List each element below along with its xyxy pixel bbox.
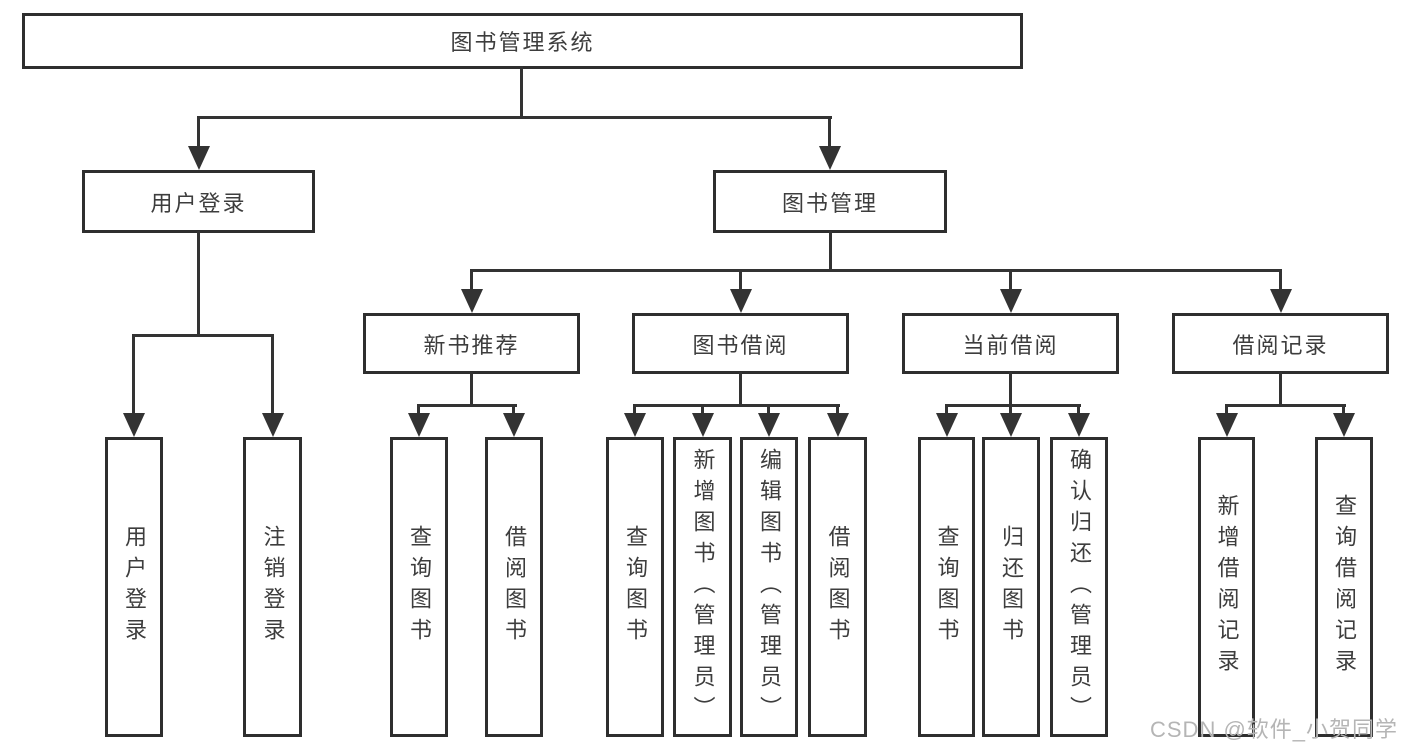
connector-arrow-down bbox=[1067, 405, 1090, 437]
connector-arrow-down bbox=[691, 405, 714, 437]
connector-line bbox=[829, 231, 832, 272]
node-leaf-confirm-return-label: 确认归还（管理员） bbox=[1067, 447, 1092, 727]
connector-arrow-down bbox=[935, 405, 958, 437]
node-borrow-records-label: 借阅记录 bbox=[1232, 332, 1329, 358]
connector-arrow-down bbox=[187, 117, 210, 170]
connector-arrow-down bbox=[623, 405, 646, 437]
node-leaf-confirm-return: 确认归还（管理员） bbox=[1050, 437, 1108, 737]
node-leaf-query-borrow-record: 查询借阅记录 bbox=[1315, 437, 1373, 737]
node-leaf-edit-books-label: 编辑图书（管理员） bbox=[757, 447, 782, 727]
connector-line bbox=[1279, 372, 1282, 406]
connector-line bbox=[417, 404, 517, 407]
connector-line bbox=[132, 334, 274, 337]
node-leaf-query-books-3-label: 查询图书 bbox=[934, 525, 960, 649]
node-leaf-borrow-books-2-label: 借阅图书 bbox=[825, 525, 851, 649]
node-leaf-add-books-label: 新增图书（管理员） bbox=[690, 447, 716, 727]
node-user-login-label: 用户登录 bbox=[150, 190, 247, 216]
connector-line bbox=[1225, 404, 1346, 407]
node-leaf-add-borrow-record-label: 新增借阅记录 bbox=[1214, 494, 1240, 680]
csdn-watermark: CSDN @软件_小贺同学 bbox=[1150, 717, 1399, 742]
node-leaf-borrow-books-1: 借阅图书 bbox=[485, 437, 543, 737]
node-current-borrow: 当前借阅 bbox=[902, 313, 1119, 374]
connector-line bbox=[520, 66, 523, 118]
node-book-borrow: 图书借阅 bbox=[632, 313, 849, 374]
connector-line bbox=[633, 404, 840, 407]
connector-arrow-down bbox=[1332, 405, 1355, 437]
connector-arrow-down bbox=[122, 335, 145, 437]
connector-line bbox=[197, 231, 200, 336]
connector-arrow-down bbox=[1269, 270, 1292, 313]
node-user-login: 用户登录 bbox=[82, 170, 315, 233]
node-book-management-label: 图书管理 bbox=[781, 190, 878, 216]
node-book-management: 图书管理 bbox=[713, 170, 947, 233]
connector-arrow-down bbox=[729, 270, 752, 313]
connector-arrow-down bbox=[407, 405, 430, 437]
connector-line bbox=[739, 372, 742, 406]
node-book-borrow-label: 图书借阅 bbox=[692, 332, 789, 358]
node-leaf-user-login-label: 用户登录 bbox=[122, 525, 147, 649]
node-root-label: 图书管理系统 bbox=[450, 30, 595, 55]
connector-arrow-down bbox=[261, 335, 284, 437]
connector-line bbox=[1009, 372, 1012, 406]
node-leaf-edit-books: 编辑图书（管理员） bbox=[740, 437, 798, 737]
node-leaf-borrow-books-2: 借阅图书 bbox=[808, 437, 867, 737]
node-leaf-add-books: 新增图书（管理员） bbox=[673, 437, 732, 737]
node-leaf-logout-label: 注销登录 bbox=[260, 525, 286, 649]
node-leaf-query-borrow-record-label: 查询借阅记录 bbox=[1332, 494, 1357, 680]
node-leaf-query-books-2-label: 查询图书 bbox=[623, 525, 648, 649]
node-leaf-user-login: 用户登录 bbox=[105, 437, 163, 737]
connector-arrow-down bbox=[818, 117, 841, 170]
connector-line bbox=[470, 372, 473, 406]
node-borrow-records: 借阅记录 bbox=[1172, 313, 1389, 374]
connector-line bbox=[945, 404, 1081, 407]
connector-line bbox=[197, 116, 832, 119]
connector-arrow-down bbox=[502, 405, 525, 437]
connector-arrow-down bbox=[999, 405, 1022, 437]
node-leaf-query-books-3: 查询图书 bbox=[918, 437, 975, 737]
node-leaf-return-books: 归还图书 bbox=[982, 437, 1040, 737]
node-leaf-query-books-2: 查询图书 bbox=[606, 437, 664, 737]
connector-arrow-down bbox=[999, 270, 1022, 313]
node-new-book-recommend-label: 新书推荐 bbox=[423, 332, 520, 358]
node-new-book-recommend: 新书推荐 bbox=[363, 313, 580, 374]
connector-arrow-down bbox=[460, 270, 483, 313]
connector-arrow-down bbox=[757, 405, 780, 437]
connector-line bbox=[470, 269, 1282, 272]
node-current-borrow-label: 当前借阅 bbox=[962, 332, 1059, 358]
connector-arrow-down bbox=[1215, 405, 1238, 437]
node-leaf-return-books-label: 归还图书 bbox=[999, 525, 1024, 649]
node-leaf-query-books-1-label: 查询图书 bbox=[407, 525, 432, 649]
node-leaf-query-books-1: 查询图书 bbox=[390, 437, 448, 737]
connector-arrow-down bbox=[826, 405, 849, 437]
node-leaf-borrow-books-1-label: 借阅图书 bbox=[502, 525, 527, 649]
node-leaf-add-borrow-record: 新增借阅记录 bbox=[1198, 437, 1255, 737]
node-root: 图书管理系统 bbox=[22, 13, 1023, 69]
node-leaf-logout: 注销登录 bbox=[243, 437, 302, 737]
